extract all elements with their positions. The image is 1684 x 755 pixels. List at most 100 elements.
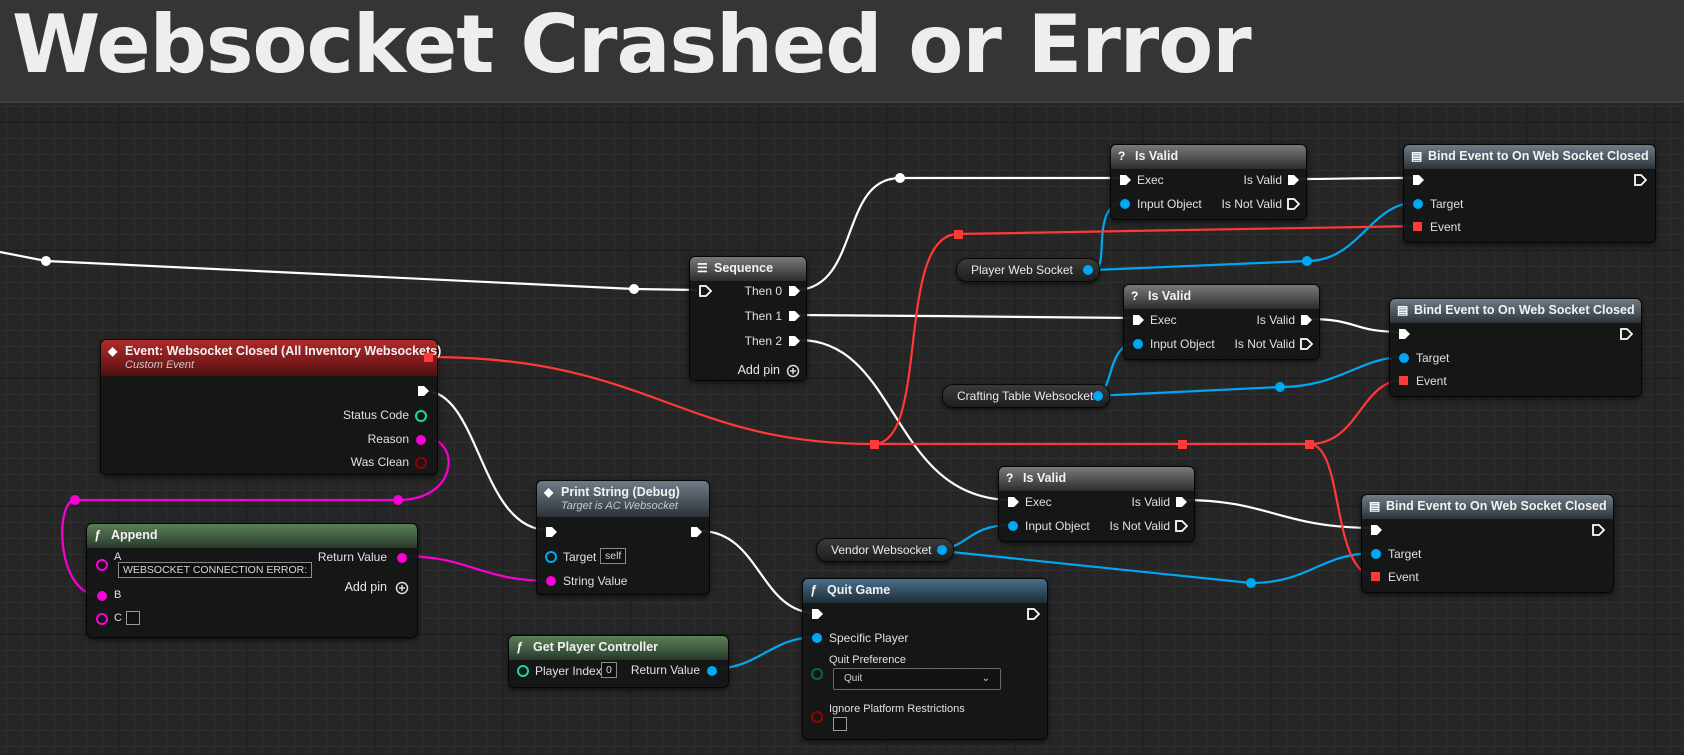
player-index-box[interactable]: 0 — [601, 662, 617, 678]
is-valid-node-2[interactable]: ? Is Valid Exec Is Valid Input Object Is… — [1123, 284, 1320, 360]
is-valid-node-3[interactable]: ? Is Valid Exec Is Valid Input Object Is… — [998, 466, 1195, 542]
string-in-pin[interactable] — [95, 612, 109, 626]
object-pin[interactable] — [810, 631, 824, 645]
object-pin[interactable] — [1411, 197, 1425, 211]
node-title: Event: Websocket Closed (All Inventory W… — [125, 344, 442, 358]
comment-title: Websocket Crashed or Error — [12, 0, 1252, 91]
bind-event-node-1[interactable]: ▤ Bind Event to On Web Socket Closed Tar… — [1403, 144, 1656, 243]
exec-in-pin[interactable] — [1118, 173, 1132, 187]
ignore-platform-label: Ignore Platform Restrictions — [829, 703, 965, 715]
exec-in-pin[interactable] — [1369, 523, 1383, 537]
exec-in-pin[interactable] — [1397, 327, 1411, 341]
exec-out-pin[interactable] — [1299, 337, 1313, 351]
reroute-knot — [393, 495, 403, 505]
object-out-pin[interactable] — [935, 543, 949, 557]
reroute-knot — [1275, 382, 1285, 392]
int-pin[interactable] — [516, 664, 530, 678]
sequence-node[interactable]: ☰ Sequence Then 0 Then 1 Then 2 Add pin — [689, 256, 807, 381]
print-string-node[interactable]: ◆ Print String (Debug) Target is AC Webs… — [536, 480, 710, 595]
exec-out-pin[interactable] — [689, 525, 703, 539]
string-wire-append-print — [401, 554, 552, 583]
quit-game-node[interactable]: ƒ Quit Game Specific Player Quit Prefere… — [802, 578, 1048, 740]
exec-out-pin[interactable] — [787, 309, 801, 323]
is-valid-node-1[interactable]: ? Is Valid Exec Is Valid Input Object Is… — [1110, 144, 1307, 220]
node-title: Bind Event to On Web Socket Closed — [1414, 303, 1635, 317]
bind-event-node-3[interactable]: ▤ Bind Event to On Web Socket Closed Tar… — [1361, 494, 1614, 593]
exec-out-pin[interactable] — [1619, 327, 1633, 341]
bind-event-node-2[interactable]: ▤ Bind Event to On Web Socket Closed Tar… — [1389, 298, 1642, 397]
vendor-websocket-variable[interactable]: Vendor Websocket — [816, 538, 954, 562]
string-value-label: String Value — [563, 574, 628, 588]
object-pin[interactable] — [1131, 337, 1145, 351]
string-in-pin[interactable] — [95, 589, 109, 603]
reroute-knot — [1305, 440, 1314, 449]
node-title: Get Player Controller — [533, 640, 659, 654]
exec-out-pin[interactable] — [416, 384, 430, 398]
delegate-pin[interactable] — [423, 352, 435, 364]
exec-in-pin[interactable] — [1131, 313, 1145, 327]
exec-in-pin[interactable] — [1411, 173, 1425, 187]
comment-box[interactable]: Websocket Crashed or Error — [0, 0, 1684, 103]
pin-c-textbox[interactable] — [126, 611, 140, 625]
exec-in-pin[interactable] — [544, 525, 558, 539]
bool-pin[interactable] — [414, 456, 428, 470]
append-node[interactable]: ƒ Append A WEBSOCKET CONNECTION ERROR: B… — [86, 523, 418, 638]
exec-out-pin[interactable] — [1286, 173, 1300, 187]
exec-in-pin[interactable] — [698, 284, 712, 298]
exec-out-pin[interactable] — [787, 334, 801, 348]
string-out-pin[interactable] — [395, 551, 409, 565]
exec-out-pin[interactable] — [1174, 495, 1188, 509]
object-pin[interactable] — [1369, 547, 1383, 561]
then2-label: Then 2 — [744, 334, 782, 348]
object-out-pin[interactable] — [1091, 389, 1105, 403]
delegate-pin[interactable] — [1398, 375, 1410, 387]
node-title: Append — [111, 528, 158, 542]
quit-preference-label: Quit Preference — [829, 654, 907, 666]
object-pin[interactable] — [1118, 197, 1132, 211]
get-player-controller-node[interactable]: ƒ Get Player Controller Player Index 0 R… — [508, 635, 729, 688]
exec-in-pin[interactable] — [810, 607, 824, 621]
exec-out-pin[interactable] — [1633, 173, 1647, 187]
crafting-table-websocket-variable[interactable]: Crafting Table Websocket — [942, 384, 1110, 408]
exec-out-pin[interactable] — [1174, 519, 1188, 533]
event-websocket-closed-node[interactable]: ◆ Event: Websocket Closed (All Inventory… — [100, 339, 442, 475]
player-web-socket-variable[interactable]: Player Web Socket — [956, 258, 1100, 282]
exec-out-pin[interactable] — [1591, 523, 1605, 537]
string-in-pin[interactable] — [544, 574, 558, 588]
enum-pin[interactable] — [810, 667, 824, 681]
sequence-icon: ☰ — [697, 261, 708, 275]
add-pin-icon[interactable] — [395, 581, 409, 595]
pin-a-label: A — [114, 551, 122, 563]
event-label: Event — [1430, 220, 1461, 234]
dropdown-value: Quit — [844, 673, 863, 684]
int-pin[interactable] — [414, 409, 428, 423]
delegate-pin[interactable] — [1370, 571, 1382, 583]
delegate-pin[interactable] — [1412, 221, 1424, 233]
exec-in-pin[interactable] — [1006, 495, 1020, 509]
object-pin[interactable] — [544, 550, 558, 564]
object-pin[interactable] — [1006, 519, 1020, 533]
object-pin[interactable] — [1397, 351, 1411, 365]
exec-wire-then2-isvalid3 — [798, 338, 1013, 502]
exec-out-pin[interactable] — [1026, 607, 1040, 621]
specific-player-label: Specific Player — [829, 631, 909, 645]
reroute-knot — [70, 495, 80, 505]
object-out-pin[interactable] — [705, 664, 719, 678]
reroute-knot — [1302, 256, 1312, 266]
input-object-label: Input Object — [1150, 337, 1215, 351]
exec-out-pin[interactable] — [787, 284, 801, 298]
target-self-box[interactable]: self — [600, 548, 627, 564]
exec-out-pin[interactable] — [1286, 197, 1300, 211]
return-value-label: Return Value — [317, 550, 387, 564]
target-label: Target — [563, 550, 597, 564]
string-pin[interactable] — [414, 433, 428, 447]
bool-pin[interactable] — [810, 710, 824, 724]
string-in-pin[interactable] — [95, 558, 109, 572]
pin-a-textbox[interactable]: WEBSOCKET CONNECTION ERROR: — [118, 562, 313, 578]
quit-preference-dropdown[interactable]: Quit ⌄ — [833, 668, 1001, 690]
exec-out-pin[interactable] — [1299, 313, 1313, 327]
add-pin-icon[interactable] — [786, 364, 800, 378]
bind-event-icon: ▤ — [1397, 303, 1409, 317]
ignore-platform-checkbox[interactable] — [833, 717, 847, 731]
object-out-pin[interactable] — [1081, 263, 1095, 277]
